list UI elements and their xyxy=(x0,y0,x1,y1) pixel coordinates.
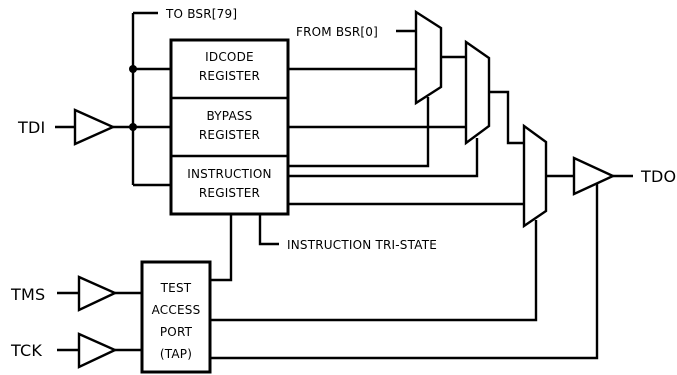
mux2-select-wire xyxy=(288,138,479,178)
instruction-register-label-1: INSTRUCTION xyxy=(187,167,271,181)
mux-1-icon xyxy=(414,9,443,106)
tms-input: TMS xyxy=(10,275,142,312)
register-stack: IDCODE REGISTER BYPASS REGISTER INSTRUCT… xyxy=(169,38,290,216)
tristate-label: INSTRUCTION TRI-STATE xyxy=(287,238,437,252)
tristate-wire xyxy=(258,214,279,246)
tap-label-1: TEST xyxy=(160,281,192,295)
tdi-buffer-icon xyxy=(73,108,116,146)
tap-label-4: (TAP) xyxy=(160,347,192,361)
tms-label: TMS xyxy=(10,285,45,304)
tap-block: TEST ACCESS PORT (TAP) xyxy=(140,260,212,374)
tck-buffer-icon xyxy=(77,332,118,369)
tdo-label: TDO xyxy=(640,167,676,186)
mux-3 xyxy=(210,123,574,322)
tdi-input: TDI TO BSR[79] xyxy=(17,7,237,187)
tdo-buffer-icon xyxy=(572,156,616,196)
from-bsr-label: FROM BSR[0] xyxy=(296,25,378,39)
mux1-select-wire xyxy=(288,97,430,168)
tap-label-2: ACCESS xyxy=(152,303,201,317)
bypass-register-label-1: BYPASS xyxy=(206,109,252,123)
tdo-enable-wire xyxy=(210,183,599,360)
tap-outline xyxy=(140,260,212,374)
idcode-register-label-2: REGISTER xyxy=(199,69,260,83)
tdi-label: TDI xyxy=(17,118,45,137)
instruction-tristate: INSTRUCTION TRI-STATE xyxy=(210,214,437,282)
tms-buffer-icon xyxy=(77,275,118,312)
bypass-register-label-2: REGISTER xyxy=(199,128,260,142)
to-bsr-label: TO BSR[79] xyxy=(165,7,237,21)
mux-2 xyxy=(288,39,524,178)
tap-to-mux3-select-wire xyxy=(210,220,538,322)
instruction-register-label-2: REGISTER xyxy=(199,186,260,200)
mux-3-icon xyxy=(522,123,548,229)
junction-dot xyxy=(129,123,137,131)
tap-label-3: PORT xyxy=(160,325,193,339)
tck-label: TCK xyxy=(10,341,42,360)
tdo-output: TDO xyxy=(210,156,676,360)
tap-to-instruction-wire xyxy=(210,214,233,282)
tck-input: TCK xyxy=(10,332,142,369)
mux2-output-wire xyxy=(489,90,524,145)
register-stack-outline xyxy=(169,38,290,216)
mux-1: FROM BSR[0] xyxy=(288,9,466,168)
mux-2-icon xyxy=(464,39,491,146)
junction-dot xyxy=(129,65,137,73)
idcode-register-label-1: IDCODE xyxy=(205,50,254,64)
